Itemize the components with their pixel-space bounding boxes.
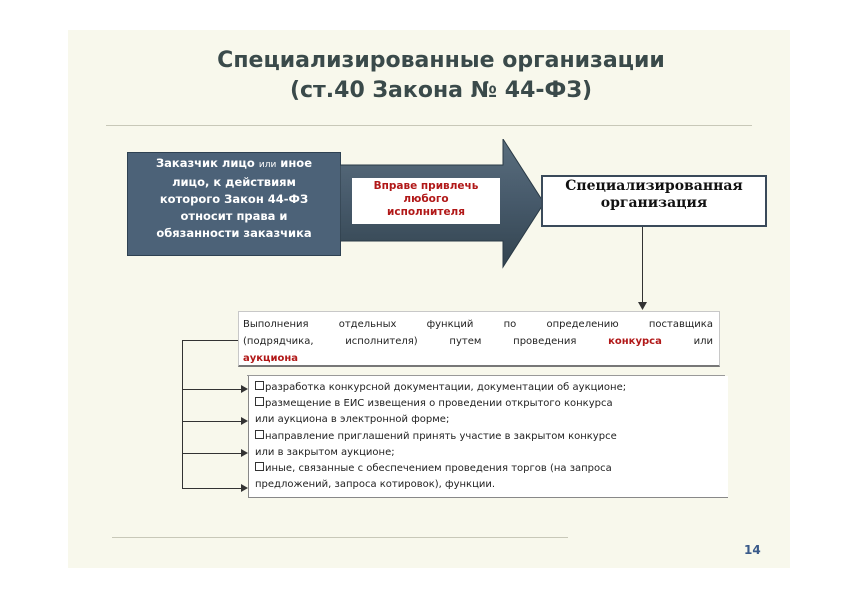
list-item: направление приглашений принять участие … <box>255 429 722 445</box>
connector-arrowhead <box>638 302 647 310</box>
specialized-organization-box: Специализированная организация <box>535 175 767 227</box>
customer-box: Заказчик лицо или иное лицо, к действиям… <box>127 152 341 256</box>
bracket-arrowheads <box>241 385 248 492</box>
customer-line-1: Заказчик лицо или иное <box>155 156 313 170</box>
page-number: 14 <box>744 543 761 557</box>
checkbox-icon <box>255 462 264 472</box>
functions-line-2: (подрядчика, исполнителя) путем проведен… <box>243 336 713 347</box>
functions-line-3: аукциона <box>243 353 298 364</box>
checkbox-icon <box>255 397 264 407</box>
functions-line-1: Выполнения отдельных функций по определе… <box>243 319 713 330</box>
list-item-continuation: или аукциона в электронной форме; <box>255 414 450 426</box>
customer-line-4: относит права и <box>180 209 288 223</box>
customer-line-2: лицо, к действиям <box>172 175 296 189</box>
customer-line-5: обязанности заказчика <box>156 226 312 240</box>
bracket-branch-4 <box>182 488 244 489</box>
bracket-branch-3 <box>182 453 244 454</box>
functions-box: Выполнения отдельных функций по определе… <box>238 311 720 367</box>
connector-line <box>642 227 643 305</box>
checkbox-icon <box>255 429 264 439</box>
checkbox-icon <box>255 381 264 390</box>
list-item: разработка конкурсной документации, доку… <box>255 380 722 396</box>
list-item: размещение в ЕИС извещения о проведении … <box>255 396 722 412</box>
list-item-continuation: предложений, запроса котировок), функции… <box>255 479 496 491</box>
list-item-continuation: или в закрытом аукционе; <box>255 446 395 458</box>
slide-subtitle: (ст.40 Закона № 44-ФЗ) <box>289 78 593 103</box>
slide-title: Специализированные организации <box>217 48 665 73</box>
bracket-vertical <box>182 340 183 488</box>
bracket-branch-1 <box>182 389 244 390</box>
arrow-label: Вправе привлечь любого исполнителя <box>352 178 500 224</box>
title-divider <box>106 125 752 126</box>
bracket-top <box>182 340 238 341</box>
footer-divider <box>112 537 568 538</box>
customer-line-3: которого Закон 44-ФЗ <box>159 192 309 206</box>
functions-list: разработка конкурсной документации, доку… <box>247 375 728 498</box>
list-item: иные, связанные с обеспечением проведени… <box>255 461 722 477</box>
bracket-branch-2 <box>182 421 244 422</box>
